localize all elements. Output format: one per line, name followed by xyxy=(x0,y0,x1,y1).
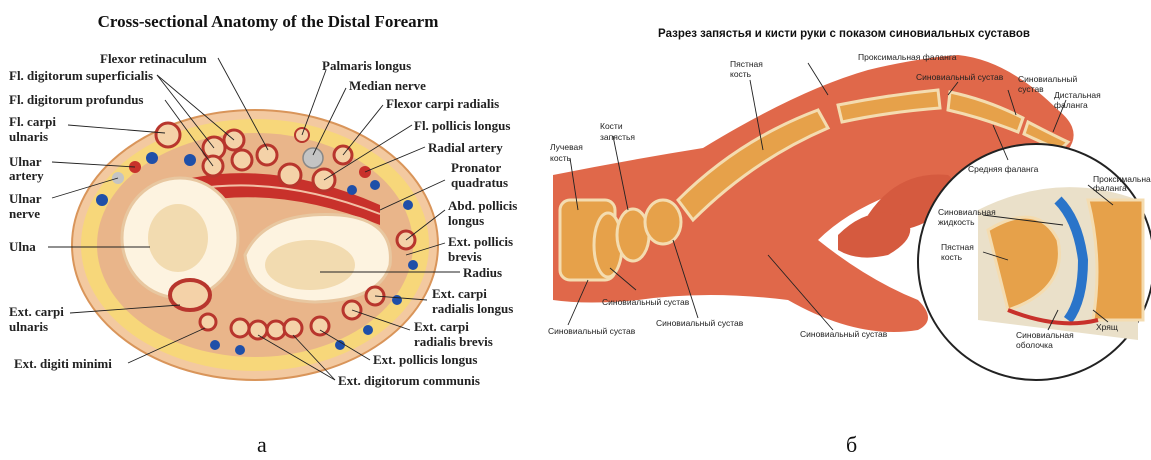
label-ext-pollicis: Ext. pollicis xyxy=(448,234,513,249)
label-flexor-retinaculum: Flexor retinaculum xyxy=(100,51,207,66)
label-artery: artery xyxy=(9,168,44,183)
label-falanga-2: фаланга xyxy=(1093,183,1127,193)
label-ext-carpi-3: Ext. carpi xyxy=(414,319,469,334)
label-quadratus: quadratus xyxy=(451,175,508,190)
label-synovial-joint-1: Синовиальный сустав xyxy=(602,297,690,307)
label-abd-pollicis: Abd. pollicis xyxy=(448,198,517,213)
label-distalnaya: Дистальная xyxy=(1054,90,1101,100)
label-kost-2: кость xyxy=(550,153,572,163)
label-fl-pollicis-longus: Fl. pollicis longus xyxy=(414,118,510,133)
panel-a-title: Cross-sectional Anatomy of the Distal Fo… xyxy=(98,12,439,31)
label-radius: Radius xyxy=(463,265,502,280)
label-synovialnaya-2: Синовиальная xyxy=(1016,330,1074,340)
label-ulnar-2: Ulnar xyxy=(9,191,42,206)
label-ulnaris-1: ulnaris xyxy=(9,129,48,144)
proximal-phalanx-bone xyxy=(1088,200,1143,320)
label-kost-3: кость xyxy=(941,252,963,262)
label-kosti: Кости xyxy=(600,121,623,131)
label-khryashch: Хрящ xyxy=(1096,322,1118,332)
label-zapyastya: запястья xyxy=(600,132,635,142)
label-synovial-joint-3: Синовиальный сустав xyxy=(656,318,744,328)
label-fl-digitorum-superficialis: Fl. digitorum superficialis xyxy=(9,68,153,83)
hand-section-illustration: Разрез запястья и кисти руки с показом с… xyxy=(538,0,1151,400)
label-brevis-1: brevis xyxy=(448,249,482,264)
forearm-cross-section-panel: Cross-sectional Anatomy of the Distal Fo… xyxy=(0,0,535,400)
label-proximal-phalanx: Проксимальная фаланга xyxy=(858,52,957,62)
label-synovial-joint-top: Синовиальный сустав xyxy=(916,72,1004,82)
label-ulna: Ulna xyxy=(9,239,36,254)
label-zhidkost: жидкость xyxy=(938,217,975,227)
hand-synovial-joints-panel: Разрез запястья и кисти руки с показом с… xyxy=(538,0,1151,400)
label-radial-artery: Radial artery xyxy=(428,140,503,155)
label-fl-carpi: Fl. carpi xyxy=(9,114,56,129)
label-fl-digitorum-profundus: Fl. digitorum profundus xyxy=(9,92,144,107)
label-sustav: сустав xyxy=(1018,84,1044,94)
label-ulnaris-2: ulnaris xyxy=(9,319,48,334)
label-ulnar: Ulnar xyxy=(9,154,42,169)
label-ext-digiti-minimi: Ext. digiti minimi xyxy=(14,356,112,371)
label-luchevaya: Лучевая xyxy=(550,142,583,152)
label-radialis-brevis: radialis brevis xyxy=(414,334,493,349)
label-pyastnaya: Пястная xyxy=(730,59,763,69)
label-falanga-1: фаланга xyxy=(1054,100,1088,110)
label-median-nerve: Median nerve xyxy=(349,78,426,93)
label-ext-digitorum-communis: Ext. digitorum communis xyxy=(338,373,480,388)
label-synovialnaya: Синовиальная xyxy=(938,207,996,217)
label-middle-phalanx: Средняя фаланга xyxy=(968,164,1039,174)
label-ext-carpi-1: Ext. carpi xyxy=(432,286,487,301)
label-radialis-longus: radialis longus xyxy=(432,301,513,316)
label-synovial-joint-4: Синовиальный сустав xyxy=(800,329,888,339)
label-synovialny: Синовиальный xyxy=(1018,74,1077,84)
forearm-cross-section-illustration: Cross-sectional Anatomy of the Distal Fo… xyxy=(0,0,535,400)
label-ext-pollicis-longus: Ext. pollicis longus xyxy=(373,352,477,367)
label-obolochka: оболочка xyxy=(1016,340,1053,350)
label-pronator: Pronator xyxy=(451,160,502,175)
label-pyastnaya-2: Пястная xyxy=(941,242,974,252)
label-ext-carpi-2: Ext. carpi xyxy=(9,304,64,319)
median-nerve xyxy=(303,148,323,168)
caption-a: а xyxy=(257,432,267,458)
label-flexor-carpi-radialis: Flexor carpi radialis xyxy=(386,96,499,111)
label-kost-1: кость xyxy=(730,69,752,79)
caption-b: б xyxy=(846,432,857,458)
panel-b-title: Разрез запястья и кисти руки с показом с… xyxy=(658,28,1030,40)
label-synovial-joint-2: Синовиальный сустав xyxy=(548,326,636,336)
label-nerve: nerve xyxy=(9,206,40,221)
label-palmaris-longus: Palmaris longus xyxy=(322,58,411,73)
label-longus-1: longus xyxy=(448,213,484,228)
